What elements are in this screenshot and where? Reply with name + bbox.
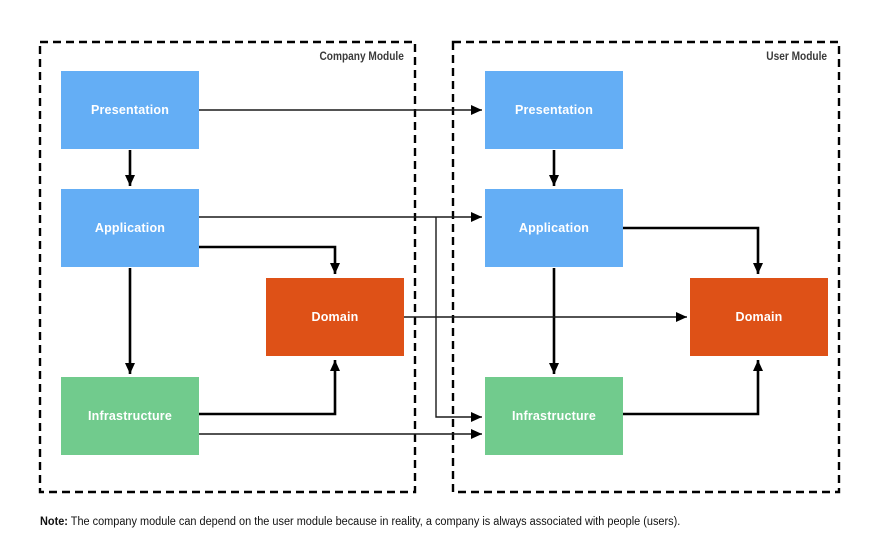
company-infrastructure-label: Infrastructure (87, 409, 173, 423)
company-application-box: Application (61, 189, 199, 267)
user-presentation-label: Presentation (514, 103, 594, 117)
user-module-label: User Module (766, 51, 827, 63)
user-application-box: Application (485, 189, 623, 267)
company-presentation-box: Presentation (61, 71, 199, 149)
user-presentation-box: Presentation (485, 71, 623, 149)
company-domain-box: Domain (266, 278, 404, 356)
note-text: The company module can depend on the use… (70, 516, 681, 528)
company-module-label: Company Module (319, 51, 404, 63)
company-application-label: Application (94, 221, 166, 235)
user-infrastructure-box: Infrastructure (485, 377, 623, 455)
company-presentation-label: Presentation (90, 103, 170, 117)
arrow-company-application-to-user-infrastructure (435, 217, 482, 422)
company-infrastructure-box: Infrastructure (61, 377, 199, 455)
company-domain-label: Domain (311, 310, 359, 324)
company-module-border (38, 40, 417, 494)
user-application-label: Application (518, 221, 590, 235)
diagram-note: Note:The company module can depend on th… (40, 516, 680, 528)
note-prefix: Note: (40, 516, 68, 528)
user-domain-label: Domain (735, 310, 783, 324)
user-module-border (451, 40, 841, 494)
user-domain-box: Domain (690, 278, 828, 356)
arrow-company-application-to-domain (199, 245, 340, 274)
arrow-company-infrastructure-to-domain (199, 360, 340, 416)
arrow-user-application-to-domain (623, 226, 763, 274)
arrow-user-infrastructure-to-domain (623, 360, 763, 416)
user-infrastructure-label: Infrastructure (511, 409, 597, 423)
